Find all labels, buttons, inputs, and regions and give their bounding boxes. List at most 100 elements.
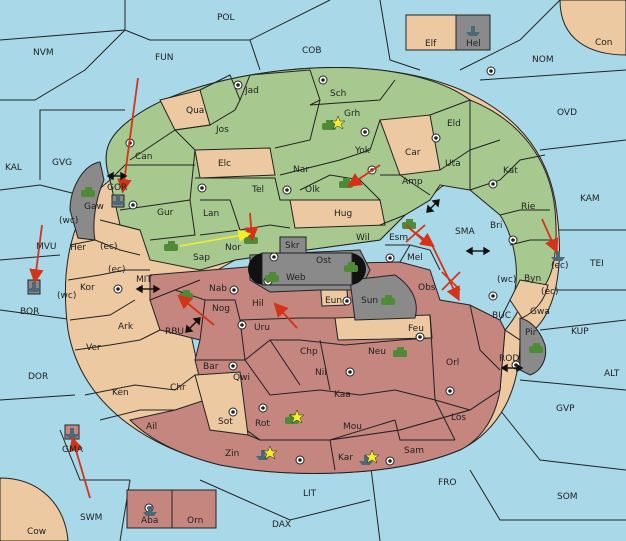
sea-label: SOM	[557, 492, 578, 502]
coast-label: (ec)	[108, 265, 126, 275]
province-label: Sun	[361, 296, 378, 306]
province-label: Amp	[402, 177, 423, 187]
province-label: Ver	[86, 343, 101, 353]
sea-label: KAL	[5, 163, 22, 173]
province-label: Orn	[187, 516, 203, 526]
province-label: Grh	[344, 109, 360, 119]
province-label: Bar	[203, 362, 219, 372]
orders	[29, 77, 559, 499]
coast-labels: (wc) (ec) (ec) (wc) (ec) (wc) (ec)	[57, 216, 569, 301]
province-label: Hug	[334, 209, 352, 219]
sea-label: FRO	[438, 478, 457, 488]
province-label: Elc	[218, 159, 231, 169]
province-label: Bri	[490, 221, 502, 231]
province-label: Mou	[343, 422, 362, 432]
sea-label: ALT	[604, 369, 620, 379]
sea-label: GVG	[52, 158, 72, 168]
province-label: Olk	[305, 185, 321, 195]
sea-label: Cow	[27, 527, 46, 537]
province-label: Chp	[300, 347, 318, 357]
sea-label: LIT	[303, 489, 317, 499]
army-icon	[164, 241, 178, 251]
province-label: GMA	[62, 445, 84, 455]
province-label: Skr	[285, 241, 300, 251]
province-label: Sot	[218, 417, 233, 427]
province-label: Can	[135, 152, 153, 162]
sea-label: COB	[302, 46, 322, 56]
coast-label: (ec)	[551, 261, 569, 271]
coast-label: (wc)	[59, 216, 78, 226]
army-icon	[402, 219, 416, 229]
province-label: GOR	[107, 183, 127, 193]
sea-label: MVU	[36, 242, 57, 252]
sea-label: MIT	[136, 275, 152, 285]
province-label: Zin	[225, 449, 239, 459]
sea-label: DOR	[28, 372, 48, 382]
sea-label: FUN	[155, 53, 174, 63]
army-icon	[81, 187, 95, 197]
sea-label: DAX	[272, 520, 291, 530]
sea-label: POL	[217, 13, 235, 23]
province-label: Yok	[354, 146, 371, 156]
star-markers	[262, 115, 380, 464]
province-label: Gwa	[530, 307, 550, 317]
sea-label: KAM	[580, 194, 600, 204]
province-label: Jad	[244, 86, 259, 96]
coast-label: (ec)	[541, 287, 559, 297]
province-label: Aba	[141, 516, 158, 526]
supply-centers	[113, 66, 521, 513]
province-label: Gur	[157, 208, 174, 218]
sea-label: BOR	[20, 307, 39, 317]
province-label: Eld	[447, 119, 461, 129]
province-label: Kor	[80, 283, 95, 293]
fleet-icon	[466, 26, 480, 36]
army-icon	[529, 343, 543, 353]
province-label: Orl	[446, 358, 459, 368]
red-lower-region	[129, 388, 501, 474]
province-label: Uta	[445, 159, 461, 169]
province-label: Qwi	[233, 373, 250, 383]
province-label: Nil	[315, 368, 327, 378]
province-label: Byn	[524, 274, 541, 284]
coast-label: (wc)	[497, 275, 516, 285]
province-label: Los	[451, 413, 466, 423]
green-east-region	[469, 99, 557, 291]
province-label: Neu	[368, 347, 386, 357]
province-label: Web	[286, 273, 306, 283]
province-label: Tel	[251, 185, 264, 195]
fleet-icon	[359, 455, 373, 465]
sea-label: GVP	[556, 404, 575, 414]
province-label: Ail	[146, 422, 157, 432]
province-label: Hil	[252, 299, 264, 309]
army-icon	[344, 262, 358, 272]
coast-label: (ec)	[100, 242, 118, 252]
sea-label: NVM	[33, 48, 54, 58]
province-label: Nar	[293, 165, 309, 175]
sea-labels: POL NVM FUN COB NOM Con OVD KAL GVG KAM …	[5, 13, 620, 537]
province-label: Rot	[255, 419, 270, 429]
province-label: Qua	[186, 106, 204, 116]
province-label: Kar	[338, 453, 353, 463]
sea-label: SWM	[80, 513, 102, 523]
fleet-icon	[27, 282, 41, 292]
province-label: Eun	[325, 296, 342, 306]
province-label: Car	[405, 148, 421, 158]
coast-label: (wc)	[57, 291, 76, 301]
support-order	[179, 229, 252, 247]
army-icon	[393, 347, 407, 357]
province-label: Ost	[316, 256, 332, 266]
province-label: Obs	[418, 283, 436, 293]
province-label: Mel	[407, 253, 423, 263]
sea-label: KUP	[571, 327, 589, 337]
land-labels: Elf Hel Jad Sch Qua Grh Jos Eld Can Yok …	[62, 39, 550, 526]
province-label: Elf	[425, 39, 437, 49]
province-label: Rie	[521, 202, 536, 212]
province-label: Her	[70, 243, 86, 253]
fleet-icon	[551, 251, 565, 261]
province-label: Chr	[170, 383, 186, 393]
province-label: Wil	[356, 233, 370, 243]
corner-land-con	[559, 0, 626, 56]
sea-label: NOM	[532, 55, 554, 65]
